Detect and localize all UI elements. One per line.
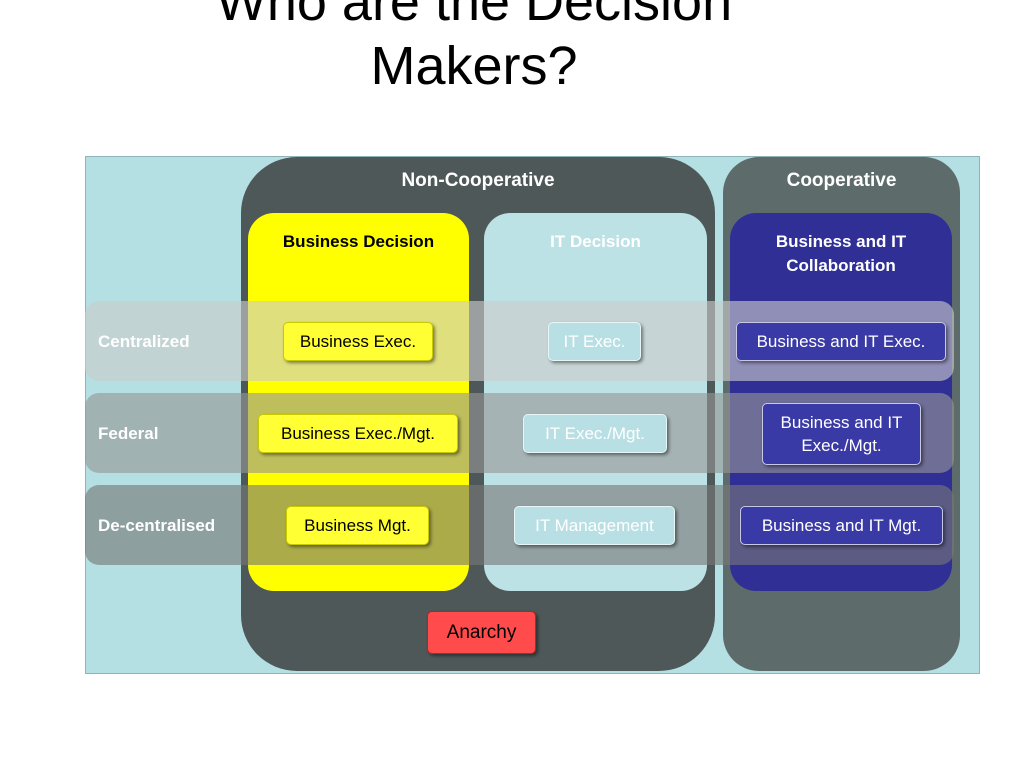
business-it-exec-mgt-box: Business and IT Exec./Mgt. <box>762 403 921 465</box>
decentralised-row-label: De-centralised <box>98 516 216 535</box>
business-it-mgt-box: Business and IT Mgt. <box>740 506 943 545</box>
federal-row-label: Federal <box>98 424 159 443</box>
anarchy-box: Anarchy <box>427 611 536 654</box>
business-exec-mgt-box: Business Exec./Mgt. <box>258 414 458 453</box>
it-exec-box: IT Exec. <box>548 322 641 361</box>
business-it-exec-box: Business and IT Exec. <box>736 322 946 361</box>
non-cooperative-label: Non-Cooperative <box>401 170 555 191</box>
centralized-row-label: Centralized <box>98 332 190 351</box>
business-exec-box: Business Exec. <box>283 322 433 361</box>
business-mgt-box: Business Mgt. <box>286 506 429 545</box>
collaboration-heading: Business and IT Collaboration <box>775 232 907 275</box>
slide-title: Who are the Decision Makers? <box>215 0 733 96</box>
it-decision-heading: IT Decision <box>550 232 641 251</box>
cooperative-label: Cooperative <box>786 170 897 191</box>
it-management-box: IT Management <box>514 506 675 545</box>
it-exec-mgt-box: IT Exec./Mgt. <box>523 414 667 453</box>
business-decision-heading: Business Decision <box>282 232 435 251</box>
